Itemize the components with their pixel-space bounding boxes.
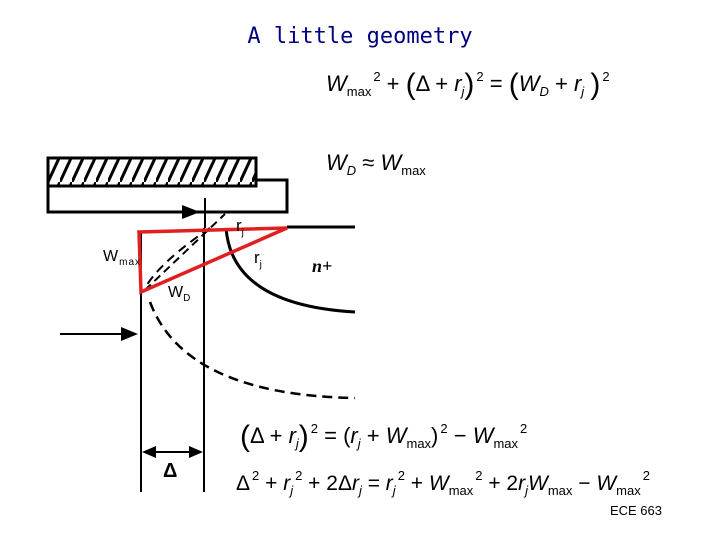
footer-course-code: ECE 663	[609, 503, 662, 518]
wd-label: WD	[168, 284, 191, 305]
radius-line	[144, 213, 226, 291]
equation-approximation: WD ≈ Wmax	[326, 150, 426, 178]
junction-curve	[224, 227, 356, 314]
depletion-curve-upper	[144, 227, 211, 289]
arrow-head-icon	[121, 327, 138, 341]
arrow-head-icon	[142, 446, 156, 458]
slide-title: A little geometry	[247, 24, 473, 49]
wmax-label: Wmax	[103, 248, 142, 269]
oxide-step	[46, 178, 289, 214]
rj-label-top: rj	[236, 216, 244, 239]
arrow-head-icon	[182, 205, 200, 219]
equation-substituted: (Δ + rj)2 = (rj + Wmax)2 − Wmax2	[240, 420, 528, 453]
geometry-triangle	[137, 226, 288, 295]
depletion-curve	[148, 301, 356, 400]
rj-label-right: rj	[254, 248, 262, 271]
equation-pythagorean: Wmax2 + (Δ + rj)2 = (WD + rj )2	[326, 68, 610, 101]
arrow-head-icon	[189, 446, 203, 458]
mask-layer	[46, 156, 258, 188]
delta-label: Δ	[163, 460, 178, 482]
n-plus-label: n+	[312, 256, 333, 276]
